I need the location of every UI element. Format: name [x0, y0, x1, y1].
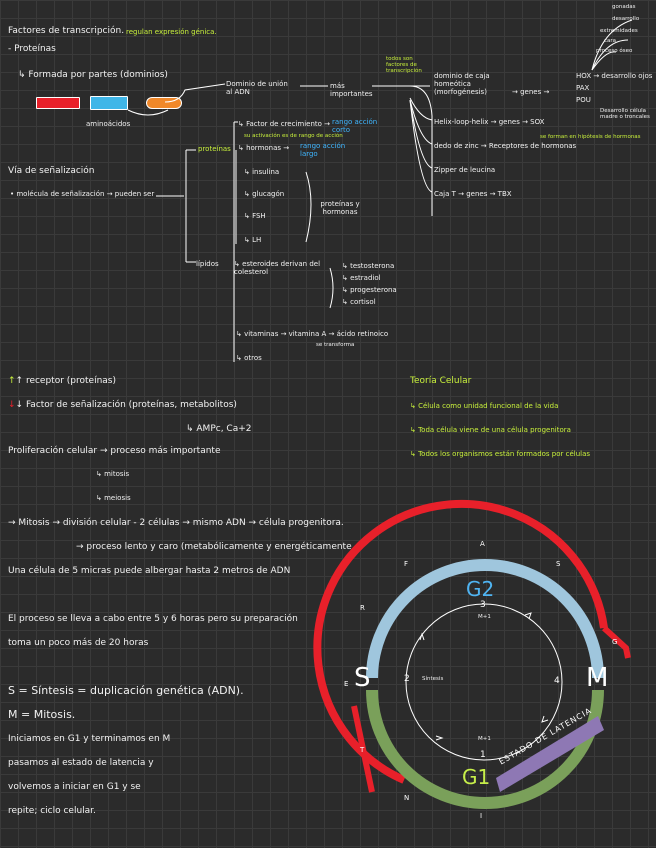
outer-letter-f: F [404, 560, 408, 568]
outer-letter-n: N [404, 794, 409, 802]
outer-letter-t: T [360, 746, 364, 754]
cycle-node-1: 1 [480, 750, 486, 761]
outer-letter-g: G [612, 638, 617, 646]
cycle-label-g1: G1 [462, 766, 490, 788]
outer-letter-e: E [344, 680, 348, 688]
cycle-node-2: 2 [404, 674, 410, 685]
cycle-node-2-label: Síntesis [422, 676, 443, 682]
outer-letter-i: I [480, 812, 482, 820]
cycle-node-4: 4 [554, 676, 560, 687]
cycle-label-m: M [586, 664, 608, 692]
outer-letter-s: S [556, 560, 560, 568]
outer-letter-a: A [480, 540, 485, 548]
cycle-label-g2: G2 [466, 578, 494, 600]
outer-letter-r: R [360, 604, 365, 612]
cycle-node-1-label: M+1 [478, 736, 491, 742]
cycle-node-3-label: M+1 [478, 614, 491, 620]
cycle-label-s: S [354, 664, 371, 692]
cycle-node-3: 3 [480, 600, 486, 611]
